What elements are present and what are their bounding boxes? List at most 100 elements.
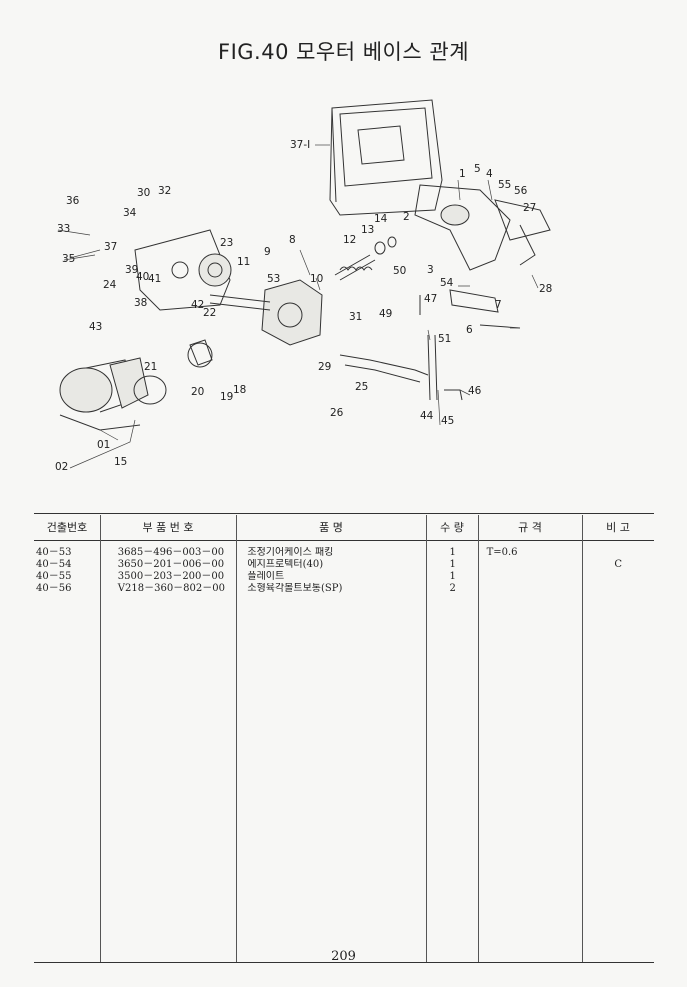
spring-shaft	[334, 236, 397, 281]
motor	[59, 357, 167, 431]
header-part-no: 부 품 번 호	[142, 521, 194, 534]
part-callout-label: 11	[237, 256, 250, 268]
part-callout-label: 49	[379, 308, 392, 320]
part-callout-label: 23	[220, 237, 233, 249]
leader-lines	[57, 144, 539, 469]
table-row: 40－56 V218－360－802－00 소형육각볼트보통(SP) 2	[34, 583, 654, 595]
cell-quantity: 1	[449, 547, 456, 558]
part-callout-label: 46	[468, 385, 482, 397]
part-callout-label: 36	[66, 195, 80, 207]
part-callout-label: 56	[514, 185, 528, 197]
part-callout-label: 4	[486, 168, 493, 180]
bracket-assembly	[414, 184, 551, 271]
part-callout-label: 45	[441, 415, 454, 427]
part-callout-label: 32	[158, 185, 171, 197]
part-callout-label: 19	[220, 391, 233, 403]
part-labels: 37-I 1 2 3 4 5 6 7 8 9 10 11 12 13 14 15…	[55, 139, 552, 473]
part-callout-label: 18	[233, 384, 246, 396]
cell-ref-no: 40－55	[36, 571, 72, 582]
part-callout-label: 02	[55, 461, 68, 473]
cell-spec	[479, 559, 583, 571]
cell-part-no: 3650－201－006－00	[117, 559, 225, 570]
part-callout-label: 13	[361, 224, 374, 236]
part-callout-label: 7	[495, 299, 502, 311]
link-plates	[419, 289, 521, 329]
part-callout-label: 14	[374, 213, 388, 225]
part-callout-label: 3	[427, 264, 434, 276]
part-callout-label: 12	[343, 234, 356, 246]
gear-plate	[134, 229, 232, 311]
cell-spec: T=0.6	[486, 547, 518, 558]
part-callout-label: 27	[523, 202, 536, 214]
part-callout-label: 1	[459, 168, 466, 180]
parts-table: 건출번호 부 품 번 호 품 명 수 량 규 격 비 고 40－53 3685－…	[34, 513, 654, 963]
part-callout-label: 33	[57, 223, 70, 235]
part-callout-label: 38	[134, 297, 147, 309]
part-callout-label: 26	[330, 407, 344, 419]
part-callout-label: 54	[440, 277, 454, 289]
part-callout-label: 20	[191, 386, 204, 398]
part-callout-label: 34	[123, 207, 137, 219]
part-callout-label: 24	[103, 279, 117, 291]
part-callout-label: 44	[420, 410, 434, 422]
gear-case	[209, 279, 323, 346]
part-callout-label: 55	[498, 179, 511, 191]
page-title: FIG.40 모우터 베이스 관계	[217, 40, 470, 64]
part-callout-label: 50	[393, 265, 406, 277]
cell-quantity: 1	[449, 559, 456, 570]
table-row: 40－54 3650－201－006－00 에지프로텍터(40) 1 C	[34, 559, 654, 571]
part-callout-label: 53	[267, 273, 280, 285]
header-ref-no: 건출번호	[46, 521, 88, 534]
part-callout-label: 9	[264, 246, 271, 258]
part-callout-label: 39	[125, 264, 138, 276]
exploded-parts-diagram: 37-I 1 2 3 4 5 6 7 8 9 10 11 12 13 14 15…	[55, 99, 552, 473]
cell-quantity: 2	[449, 583, 456, 594]
part-callout-label: 6	[466, 324, 473, 336]
cell-note	[582, 547, 654, 559]
part-callout-label: 22	[203, 307, 216, 319]
part-callout-label: 01	[97, 439, 110, 451]
part-callout-label: 30	[137, 187, 150, 199]
cell-part-name: 에지프로텍터(40)	[247, 559, 324, 570]
motor-base-frame	[329, 99, 443, 216]
table-header: 건출번호 부 품 번 호 품 명 수 량 규 격 비 고	[34, 513, 654, 541]
part-callout-label: 8	[289, 234, 296, 246]
cell-ref-no: 40－53	[36, 547, 72, 558]
header-note: 비 고	[606, 521, 630, 534]
cell-quantity: 1	[449, 571, 456, 582]
cell-spec	[479, 571, 583, 583]
part-callout-label: 43	[89, 321, 102, 333]
part-callout-label: 25	[355, 381, 368, 393]
cell-part-name: 소형육각볼트보통(SP)	[247, 583, 343, 594]
part-callout-label: 31	[349, 311, 362, 323]
header-part-name: 품 명	[319, 521, 343, 534]
part-callout-label: 28	[539, 283, 552, 295]
cell-part-no: 3500－203－200－00	[117, 571, 225, 582]
page-number: 209	[331, 949, 356, 964]
table-body: 40－53 3685－496－003－00 조정기어케이스 패킹 1 T=0.6…	[34, 515, 654, 963]
part-callout-label: 42	[191, 299, 204, 311]
header-spec: 규 격	[518, 521, 542, 534]
cell-ref-no: 40－54	[36, 559, 72, 570]
part-callout-label: 41	[148, 273, 161, 285]
part-callout-label: 37	[104, 241, 117, 253]
part-callout-label: 2	[403, 211, 410, 223]
cell-note	[582, 583, 654, 595]
table-row: 40－55 3500－203－200－00 플레이트 1	[34, 571, 654, 583]
cell-spec	[479, 583, 583, 595]
cell-part-name: 플레이트	[247, 571, 285, 582]
cell-part-name: 조정기어케이스 패킹	[247, 547, 334, 558]
part-callout-label: 21	[144, 361, 157, 373]
part-callout-label: 40	[136, 271, 149, 283]
part-callout-label: 29	[318, 361, 331, 373]
table-row: 40－53 3685－496－003－00 조정기어케이스 패킹 1 T=0.6	[34, 547, 654, 559]
part-callout-label: 37-I	[290, 139, 310, 151]
part-callout-label: 51	[438, 333, 451, 345]
part-callout-label: 47	[424, 293, 437, 305]
cell-part-no: 3685－496－003－00	[117, 547, 225, 558]
part-callout-label: 15	[114, 456, 127, 468]
header-quantity: 수 량	[440, 521, 464, 534]
cell-ref-no: 40－56	[36, 583, 72, 594]
part-callout-label: 5	[474, 163, 481, 175]
cell-note	[582, 571, 654, 583]
